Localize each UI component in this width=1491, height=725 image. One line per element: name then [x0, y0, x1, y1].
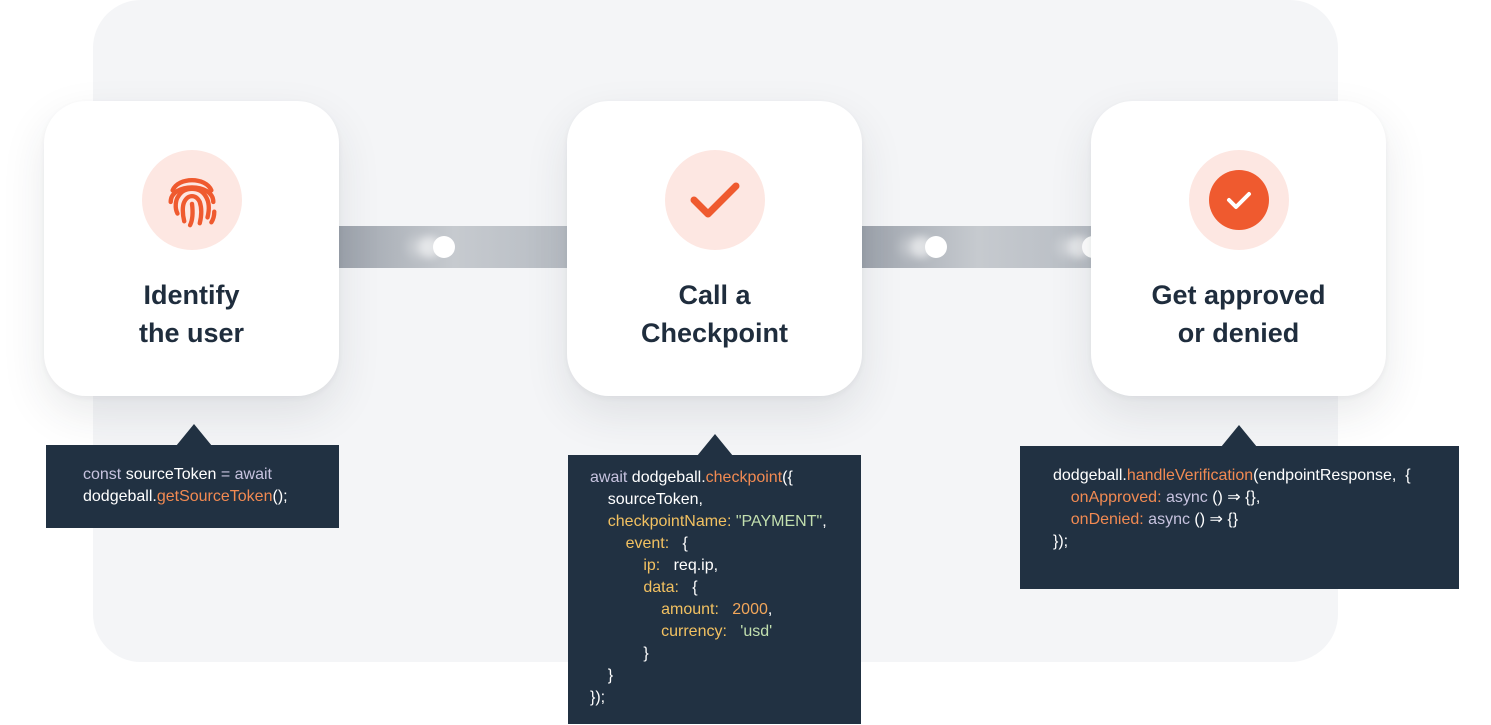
- code-callout-pointer: [176, 424, 212, 446]
- code-token: await: [230, 466, 272, 483]
- code-token: (endpointResponse, {: [1253, 467, 1411, 484]
- step-card-identify: Identify the user: [44, 101, 339, 396]
- code-token: const: [83, 466, 122, 483]
- code-line: });: [1053, 531, 1459, 553]
- code-token: () ⇒ {}: [1194, 511, 1239, 528]
- code-token: () ⇒ {},: [1212, 489, 1261, 506]
- code-token: req.ip,: [660, 557, 719, 574]
- code-line: currency: 'usd': [590, 621, 861, 643]
- code-token: handleVerification: [1126, 467, 1254, 484]
- code-token: data:: [590, 579, 679, 596]
- step-title-line: Get approved: [1151, 280, 1326, 310]
- connector-1: [338, 226, 570, 268]
- code-token: sourceToken: [121, 466, 221, 483]
- step-title: Get approved or denied: [1151, 276, 1325, 352]
- connector-2: [862, 226, 1104, 268]
- step-card-checkpoint: Call a Checkpoint: [567, 101, 862, 396]
- code-token: =: [220, 466, 231, 483]
- code-line: ip: req.ip,: [590, 555, 861, 577]
- code-line: await dodgeball.checkpoint({: [590, 467, 861, 489]
- code-line: }: [590, 643, 861, 665]
- code-token: currency:: [590, 623, 727, 640]
- code-token: 2000: [718, 601, 768, 618]
- code-token: event:: [590, 535, 670, 552]
- step-card-result: Get approved or denied: [1091, 101, 1386, 396]
- code-token: });: [590, 689, 606, 706]
- code-snippet-result: dodgeball.handleVerification(endpointRes…: [1020, 446, 1459, 589]
- code-token: }: [590, 667, 614, 684]
- code-token: async: [1143, 511, 1195, 528]
- code-token: amount:: [590, 601, 719, 618]
- code-line: });: [590, 687, 861, 709]
- code-line: dodgeball.handleVerification(endpointRes…: [1053, 465, 1459, 487]
- code-snippet-checkpoint: await dodgeball.checkpoint({ sourceToken…: [568, 455, 861, 724]
- code-token: dodgeball.: [627, 469, 706, 486]
- code-token: onApproved:: [1053, 489, 1162, 506]
- code-token: ,: [767, 601, 773, 618]
- step-title-line: Checkpoint: [640, 318, 788, 348]
- code-line: onDenied: async () ⇒ {}: [1053, 509, 1459, 531]
- code-token: onDenied:: [1053, 511, 1144, 528]
- code-token: ({: [782, 469, 793, 486]
- checkmark-icon: [664, 150, 765, 250]
- code-line: checkpointName: "PAYMENT",: [590, 511, 861, 533]
- code-token: checkpointName:: [590, 513, 732, 530]
- code-snippet-identify: const sourceToken = await dodgeball.getS…: [46, 445, 339, 528]
- step-title: Identify the user: [139, 276, 244, 352]
- code-token: dodgeball.: [1053, 467, 1127, 484]
- code-token: {: [669, 535, 688, 552]
- step-title-line: Identify: [143, 280, 240, 310]
- code-line: dodgeball.getSourceToken();: [83, 486, 339, 508]
- code-token: });: [1053, 533, 1069, 550]
- step-title: Call a Checkpoint: [641, 276, 788, 352]
- code-line: }: [590, 665, 861, 687]
- fingerprint-icon: [141, 150, 242, 250]
- code-line: amount: 2000,: [590, 599, 861, 621]
- code-callout-pointer: [697, 434, 733, 456]
- step-title-line: Call a: [678, 280, 751, 310]
- code-line: event: {: [590, 533, 861, 555]
- code-token: {: [678, 579, 698, 596]
- code-token: sourceToken,: [590, 491, 703, 508]
- code-line: data: {: [590, 577, 861, 599]
- code-line: sourceToken,: [590, 489, 861, 511]
- code-token: ();: [272, 488, 288, 505]
- code-token: getSourceToken: [156, 488, 273, 505]
- code-line: onApproved: async () ⇒ {},: [1053, 487, 1459, 509]
- approved-check-icon: [1188, 150, 1289, 250]
- code-token: "PAYMENT": [731, 513, 823, 530]
- code-token: 'usd': [726, 623, 773, 640]
- connector-dot: [433, 236, 455, 258]
- code-token: dodgeball.: [83, 488, 157, 505]
- step-title-line: or denied: [1177, 318, 1300, 348]
- code-token: await: [590, 469, 628, 486]
- code-token: }: [590, 645, 649, 662]
- code-callout-pointer: [1221, 425, 1257, 447]
- code-token: ip:: [590, 557, 661, 574]
- code-line: const sourceToken = await: [83, 464, 339, 486]
- code-token: checkpoint: [705, 469, 783, 486]
- step-title-line: the user: [138, 318, 245, 348]
- code-token: async: [1161, 489, 1213, 506]
- code-token: ,: [822, 513, 827, 530]
- connector-dot: [925, 236, 947, 258]
